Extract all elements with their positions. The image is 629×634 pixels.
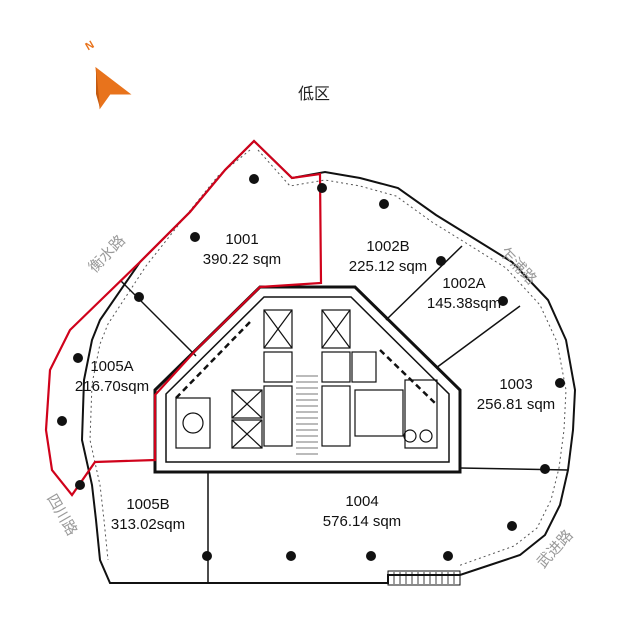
unit-1002A: 1002A 145.38sqm xyxy=(414,275,514,313)
unit-id: 1005A xyxy=(90,358,134,375)
unit-area: 216.70sqm xyxy=(74,378,150,395)
unit-id: 1005B xyxy=(126,496,170,513)
core-inner-outline xyxy=(165,296,450,463)
zone-label: 低区 xyxy=(298,84,331,103)
unit-area: 145.38sqm xyxy=(426,295,502,312)
unit-1002B: 1002B 225.12 sqm xyxy=(338,238,438,276)
core-dashed-walls xyxy=(175,321,437,405)
unit-area: 576.14 sqm xyxy=(322,513,402,530)
unit-area: 390.22 sqm xyxy=(202,251,282,268)
unit-1003: 1003 256.81 sqm xyxy=(466,376,566,414)
unit-1004: 1004 576.14 sqm xyxy=(312,493,412,531)
core-text-lines xyxy=(296,375,318,455)
unit-1005B: 1005B 313.02sqm xyxy=(98,496,198,534)
highlight-boundary xyxy=(44,139,323,497)
north-arrow-icon xyxy=(95,66,132,110)
partition-lines xyxy=(119,245,569,583)
unit-1005A: 1005A 216.70sqm xyxy=(62,358,162,396)
unit-1001: 1001 390.22 sqm xyxy=(192,231,292,269)
unit-id: 1003 xyxy=(499,376,533,393)
unit-area: 313.02sqm xyxy=(110,516,186,533)
columns xyxy=(57,174,565,561)
balcony-hatch xyxy=(393,572,455,584)
unit-area: 225.12 sqm xyxy=(348,258,428,275)
core-details xyxy=(175,309,438,449)
unit-id: 1002B xyxy=(366,238,410,255)
facade-inner-line xyxy=(257,149,567,567)
unit-area: 256.81 sqm xyxy=(476,396,556,413)
building-outline xyxy=(80,139,577,584)
unit-id: 1004 xyxy=(345,493,379,510)
unit-id: 1002A xyxy=(442,275,486,292)
unit-id: 1001 xyxy=(225,231,259,248)
balcony-strip xyxy=(387,570,461,586)
